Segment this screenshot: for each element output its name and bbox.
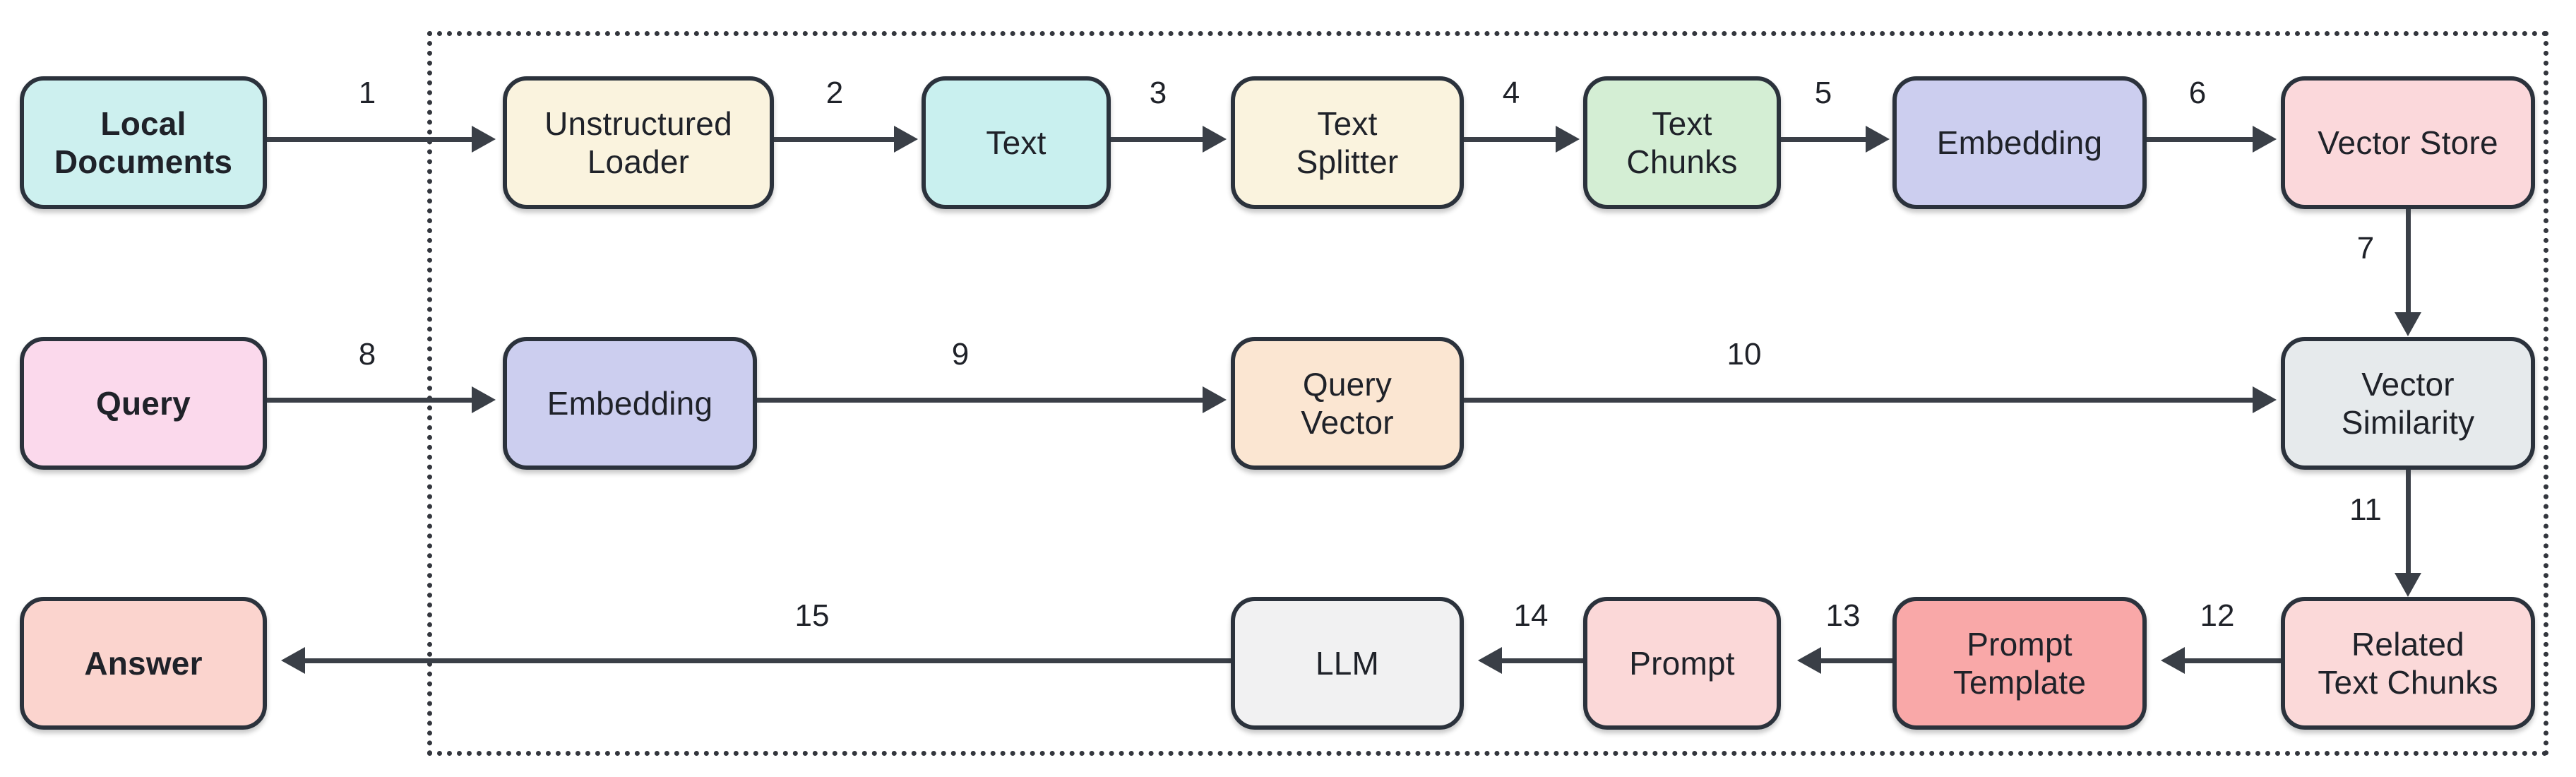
edge-label-5: 5	[1814, 76, 1832, 110]
edge-arrow-2	[894, 126, 918, 153]
edge-arrow-3	[1203, 126, 1227, 153]
edge-arrow-9	[1203, 386, 1227, 413]
edge-label-1: 1	[358, 76, 376, 110]
edge-label-6: 6	[2188, 76, 2207, 110]
node-query-vector[interactable]: Query Vector	[1231, 337, 1464, 470]
edge-arrow-13	[1797, 647, 1821, 674]
edge-line-4	[1464, 137, 1556, 142]
node-query[interactable]: Query	[20, 337, 267, 470]
pipeline-group-boundary	[427, 31, 2548, 756]
edge-label-11: 11	[2349, 492, 2382, 527]
edge-arrow-5	[1866, 126, 1890, 153]
edge-arrow-10	[2253, 386, 2277, 413]
edge-arrow-12	[2161, 647, 2185, 674]
node-local-documents[interactable]: Local Documents	[20, 76, 267, 209]
edge-line-15	[305, 658, 1231, 663]
edge-label-7: 7	[2356, 231, 2375, 266]
edge-line-10	[1464, 398, 2253, 403]
edge-line-7	[2406, 209, 2411, 312]
edge-arrow-6	[2253, 126, 2277, 153]
node-embedding-query[interactable]: Embedding	[503, 337, 757, 470]
edge-line-8	[267, 398, 472, 403]
edge-line-11	[2406, 470, 2411, 573]
edge-label-14: 14	[1513, 598, 1549, 633]
edge-arrow-4	[1556, 126, 1580, 153]
edge-line-2	[774, 137, 894, 142]
edge-label-2: 2	[825, 76, 844, 110]
edge-arrow-14	[1478, 647, 1502, 674]
edge-arrow-15	[281, 647, 305, 674]
node-answer[interactable]: Answer	[20, 597, 267, 730]
edge-label-8: 8	[358, 337, 376, 372]
edge-line-12	[2185, 658, 2281, 663]
edge-line-3	[1111, 137, 1203, 142]
edge-line-1	[267, 137, 472, 142]
edge-line-9	[757, 398, 1203, 403]
edge-label-15: 15	[794, 598, 830, 633]
edge-label-3: 3	[1149, 76, 1167, 110]
edge-label-10: 10	[1727, 337, 1762, 372]
node-vector-store[interactable]: Vector Store	[2281, 76, 2535, 209]
edge-label-4: 4	[1502, 76, 1520, 110]
edge-line-5	[1781, 137, 1866, 142]
edge-line-14	[1502, 658, 1583, 663]
edge-label-13: 13	[1825, 598, 1861, 633]
node-text[interactable]: Text	[922, 76, 1111, 209]
node-prompt-template[interactable]: Prompt Template	[1892, 597, 2147, 730]
node-text-splitter[interactable]: Text Splitter	[1231, 76, 1464, 209]
node-prompt[interactable]: Prompt	[1583, 597, 1781, 730]
edge-label-9: 9	[951, 337, 970, 372]
node-unstructured-loader[interactable]: Unstructured Loader	[503, 76, 774, 209]
edge-arrow-8	[472, 386, 496, 413]
edge-arrow-11	[2395, 573, 2421, 597]
node-vector-similarity[interactable]: Vector Similarity	[2281, 337, 2535, 470]
edge-label-12: 12	[2200, 598, 2235, 633]
node-embedding-documents[interactable]: Embedding	[1892, 76, 2147, 209]
node-text-chunks[interactable]: Text Chunks	[1583, 76, 1781, 209]
node-related-text-chunks[interactable]: Related Text Chunks	[2281, 597, 2535, 730]
edge-line-6	[2147, 137, 2253, 142]
edge-arrow-7	[2395, 312, 2421, 336]
edge-line-13	[1821, 658, 1892, 663]
edge-arrow-1	[472, 126, 496, 153]
node-llm[interactable]: LLM	[1231, 597, 1464, 730]
